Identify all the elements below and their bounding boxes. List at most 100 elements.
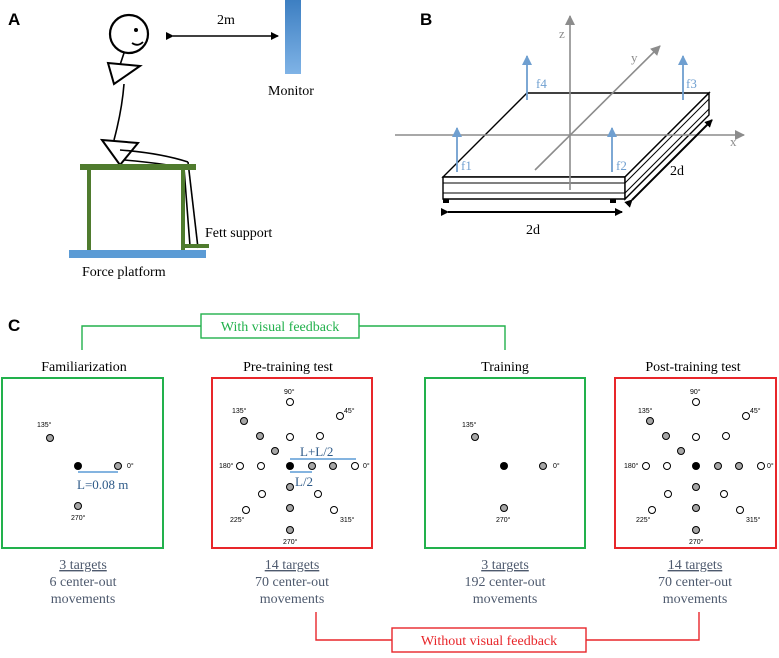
with-feedback-label: With visual feedback (221, 320, 339, 335)
movement-word: movements (663, 592, 728, 607)
panel-c-letter: C (8, 316, 20, 335)
target-180-mid (663, 462, 671, 470)
target-270-far (692, 526, 700, 534)
angle-label-270: 270° (689, 538, 704, 546)
target-0 (539, 462, 547, 470)
panel-a-letter: A (8, 10, 20, 29)
distance-label: 2m (217, 13, 235, 28)
target-135-near (677, 447, 685, 455)
target-135-near (271, 447, 279, 455)
monitor (285, 0, 301, 74)
angle-label-0: 0° (363, 462, 370, 470)
force-f4-label: f4 (536, 76, 547, 91)
target-225-far (648, 506, 656, 514)
target-225-mid (258, 490, 266, 498)
movement-word: movements (260, 592, 325, 607)
movement-count: 70 center-out (255, 575, 329, 590)
angle-label-135: 135° (232, 407, 247, 415)
target-45-far (742, 412, 750, 420)
angle-label-270: 270° (496, 516, 511, 524)
targets-count: 14 targets (265, 558, 320, 573)
feet-support (181, 244, 209, 248)
angle-label-270: 270° (283, 538, 298, 546)
subject-shin-front (187, 161, 199, 249)
target-0-near (308, 462, 316, 470)
angle-label-0: 0° (127, 462, 134, 470)
distance-half-label: L/2 (295, 474, 313, 489)
target-270-mid (286, 504, 294, 512)
target-0-mid (735, 462, 743, 470)
angle-label-45: 45° (750, 407, 761, 415)
target-135-far (646, 417, 654, 425)
force-f1-label: f1 (461, 158, 472, 173)
angle-label-315: 315° (340, 516, 355, 524)
subject-eye (134, 28, 138, 32)
targets-pre-training: 90° 45° 0° 135° 180° 225° 315° 270° L+L/… (219, 388, 370, 546)
target-270-far (286, 526, 294, 534)
with-feedback-box (200, 313, 360, 339)
plate-foot-left (443, 199, 449, 203)
target-180-far (642, 462, 650, 470)
target-0-far (757, 462, 765, 470)
movement-word: movements (473, 592, 538, 607)
dimension-width-label: 2d (526, 223, 540, 238)
plate-front (442, 176, 626, 200)
angle-label-225: 225° (636, 516, 651, 524)
target-45-mid (722, 432, 730, 440)
angle-label-225: 225° (230, 516, 245, 524)
target-135 (471, 433, 479, 441)
target-135-mid (662, 432, 670, 440)
targets-training: 0° 135° 270° (462, 421, 560, 524)
subject-mouth (131, 41, 144, 46)
movement-count: 70 center-out (658, 575, 732, 590)
targets-count: 3 targets (481, 558, 529, 573)
center-target (286, 462, 294, 470)
target-225-far (242, 506, 250, 514)
subject-spine (113, 83, 125, 141)
angle-label-135: 135° (638, 407, 653, 415)
target-135 (46, 434, 54, 442)
angle-label-135: 135° (462, 421, 477, 429)
angle-label-315: 315° (746, 516, 761, 524)
panel-b: B z x y f1 f2 f3 f4 2d 2d (395, 10, 745, 238)
dimension-depth-arrow (624, 119, 713, 208)
angle-label-90: 90° (284, 388, 295, 396)
target-135-far (240, 417, 248, 425)
subject-neck (119, 52, 125, 66)
angle-label-270: 270° (71, 514, 86, 522)
stool-seat (80, 164, 196, 170)
angle-label-0: 0° (553, 462, 560, 470)
with-feedback-connector (81, 325, 506, 350)
target-45-far (336, 412, 344, 420)
target-0-mid (329, 462, 337, 470)
target-315-mid (314, 490, 322, 498)
movement-count: 6 center-out (50, 575, 117, 590)
angle-label-90: 90° (690, 388, 701, 396)
target-90-mid (286, 433, 294, 441)
target-0-near (714, 462, 722, 470)
axis-y (534, 45, 661, 171)
target-90-far (286, 398, 294, 406)
target-45-mid (316, 432, 324, 440)
phase-box-familiarization (1, 377, 164, 549)
force-platform (69, 250, 206, 258)
targets-post-training: 90° 45° 0° 135° 180° 225° 315° 270° (624, 388, 774, 546)
force-platform-label: Force platform (82, 265, 166, 280)
angle-label-45: 45° (344, 407, 355, 415)
angle-label-0: 0° (767, 462, 774, 470)
phase-title-familiarization: Familiarization (41, 360, 127, 375)
monitor-label: Monitor (268, 84, 314, 99)
target-270-mid (692, 504, 700, 512)
dimension-depth-label: 2d (670, 164, 684, 179)
movement-count: 192 center-out (465, 575, 546, 590)
panel-a: A Force platform Fett support 2m Monitor (8, 0, 314, 280)
without-feedback-label: Without visual feedback (421, 634, 557, 649)
target-315-far (330, 506, 338, 514)
center-target (500, 462, 508, 470)
targets-count: 14 targets (668, 558, 723, 573)
target-270 (500, 504, 508, 512)
phase-description-familiarization: 3 targets 6 center-out movements (50, 558, 117, 607)
movement-word: movements (51, 592, 116, 607)
target-270-near (692, 483, 700, 491)
